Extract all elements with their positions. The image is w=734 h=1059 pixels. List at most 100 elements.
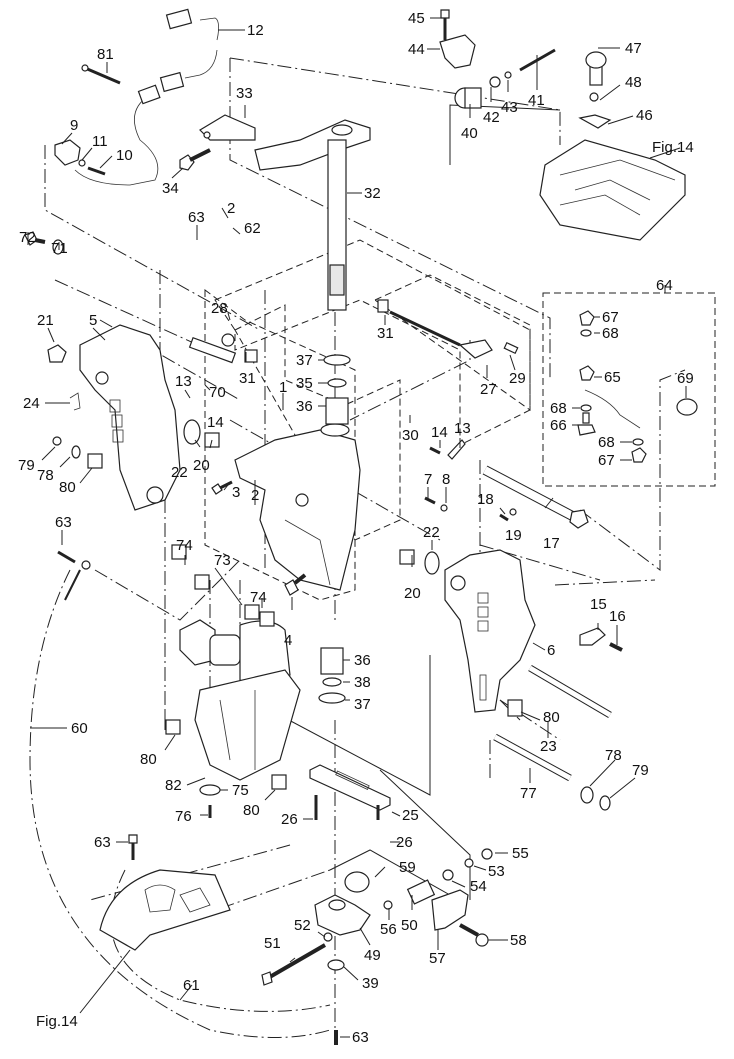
callout-82: 82 [165,777,182,794]
callout-33: 33 [236,85,253,102]
washer-53 [464,858,474,868]
callout-54: 54 [470,878,487,895]
cable-end-60 [57,550,91,601]
washer-78b [580,786,594,804]
callout-48: 48 [625,74,642,91]
bushing-40 [454,87,482,109]
subassembly-outlines [204,239,716,601]
washer-42 [489,76,501,88]
callout-37-bot: 37 [354,696,371,713]
bushing-80b [507,699,523,717]
callout-63-bottom: 63 [352,1029,369,1046]
callout-57: 57 [429,950,446,967]
callout-11: 11 [92,133,108,150]
bushing-80a [87,453,103,469]
bushing-80c [165,719,181,735]
callout-70: 70 [209,384,226,401]
callout-2-mid: 2 [251,487,259,504]
callout-50: 50 [401,917,418,934]
bracket-33 [199,114,256,141]
steering-shaft-32 [254,119,371,311]
callout-67-bot: 67 [598,452,615,469]
callout-72: 72 [19,229,36,246]
callout-5: 5 [89,312,97,329]
callout-13-left: 13 [175,373,192,390]
callout-78-right: 78 [605,747,622,764]
callout-79-right: 79 [632,762,649,779]
pin-70 [188,337,237,364]
bolt-51 [261,943,327,986]
callout-55: 55 [512,845,529,862]
callout-68-mid: 68 [550,400,567,417]
callout-31-right: 31 [377,325,394,342]
kit-64-box [542,292,716,487]
cable-tie-81 [81,64,121,85]
callout-47: 47 [625,40,642,57]
bushing-36a [325,397,349,425]
callout-19: 19 [505,527,522,544]
washer-22b [424,551,440,575]
callout-36-top: 36 [296,398,313,415]
callout-22-left: 22 [171,464,188,481]
figure-ref-bottom: Fig.14 [36,1013,78,1030]
washer-28 [221,333,235,347]
callout-14-right: 14 [431,424,448,441]
callout-12: 12 [247,22,264,39]
callout-51: 51 [264,935,281,952]
callout-16: 16 [609,608,626,625]
nut-55 [481,848,493,860]
callout-80-lower-mid: 80 [243,802,260,819]
washer-75 [199,784,221,796]
washer-37b [318,692,346,704]
callout-45: 45 [408,10,425,27]
clamp-bracket-5 [79,324,181,511]
clip-79b [599,795,611,811]
callout-40: 40 [461,125,478,142]
callout-27: 27 [480,381,497,398]
trim-unit-82 [179,619,301,781]
clamp-44 [439,9,476,69]
callout-25: 25 [402,807,419,824]
callout-39: 39 [362,975,379,992]
callout-34: 34 [162,180,179,197]
callout-63-top: 63 [188,209,205,226]
lower-cover-fig14 [99,834,231,951]
callout-3: 3 [232,484,240,501]
callout-68-bot: 68 [598,434,615,451]
callout-64: 64 [656,277,673,294]
washer-37a [323,354,351,366]
callout-44: 44 [408,41,425,58]
callout-43: 43 [501,99,518,116]
clamp-39 [327,959,345,971]
washer-71 [52,239,64,255]
housing-fig14 [539,51,686,241]
callout-75: 75 [232,782,249,799]
callout-15: 15 [590,596,607,613]
callout-41: 41 [528,92,545,109]
rod-27 [377,299,519,359]
ring-38 [322,677,342,687]
nut-21 [47,344,67,363]
bushing-59 [344,871,370,893]
callout-30: 30 [402,427,419,444]
callout-28: 28 [211,300,228,317]
callout-38: 38 [354,674,371,691]
callout-18: 18 [477,491,494,508]
callout-80-lower-left: 80 [140,751,157,768]
callout-62: 62 [244,220,261,237]
callout-13-right: 13 [454,420,471,437]
callout-74-left: 74 [176,537,193,554]
callout-9: 9 [70,117,78,134]
bushing-31a [244,349,258,363]
clamp-15 [579,627,606,646]
bushing-20b [399,549,415,565]
ring-35 [327,378,347,388]
callout-71: 71 [51,240,68,257]
cover-57 [431,889,469,931]
callout-23: 23 [540,738,557,755]
callout-4: 4 [284,632,292,649]
callout-63-mid: 63 [55,514,72,531]
callout-58: 58 [510,932,527,949]
washer-22a [183,419,201,445]
callout-61: 61 [183,977,200,994]
